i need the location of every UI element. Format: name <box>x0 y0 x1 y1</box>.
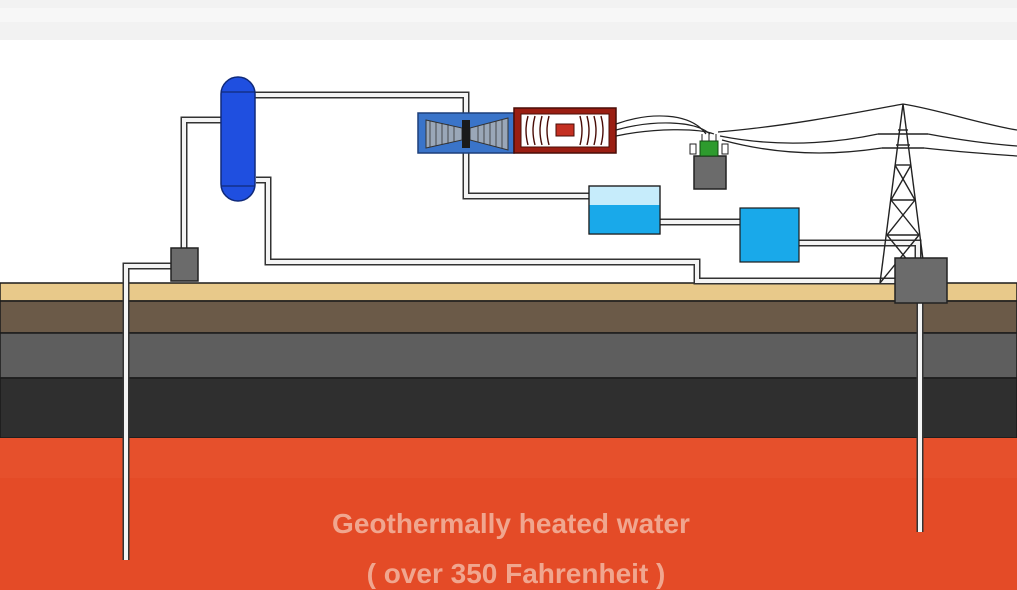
cooling-to-injection-pipe <box>798 241 920 262</box>
exhaust-line <box>464 150 592 198</box>
cooling-tank <box>739 207 800 263</box>
brine-line <box>256 178 900 283</box>
transmission-tower <box>878 103 928 284</box>
reservoir-glow <box>0 438 1017 478</box>
exhaust-line-outline <box>462 150 592 200</box>
pipes <box>122 91 924 560</box>
generator <box>513 107 617 154</box>
power-lines <box>717 103 1017 157</box>
soil-layer <box>0 300 1017 334</box>
top-fade-band <box>0 8 1017 22</box>
ground-layers <box>0 282 1017 590</box>
production-pipe <box>124 264 184 560</box>
well-to-separator-pipe <box>182 118 238 258</box>
flash-separator <box>220 76 256 202</box>
caption-line-2: ( over 350 Fahrenheit ) <box>367 558 666 589</box>
transformer <box>689 134 729 190</box>
caption-line-1: Geothermally heated water <box>332 508 690 539</box>
steam-turbine <box>417 112 515 154</box>
surface-ground <box>0 282 1017 302</box>
deep-rock-layer <box>0 377 1017 439</box>
injection-wellhead <box>894 257 948 304</box>
generator-wires <box>615 115 715 137</box>
production-wellhead <box>170 247 199 282</box>
rock-layer <box>0 332 1017 379</box>
condenser-tank <box>588 185 661 235</box>
